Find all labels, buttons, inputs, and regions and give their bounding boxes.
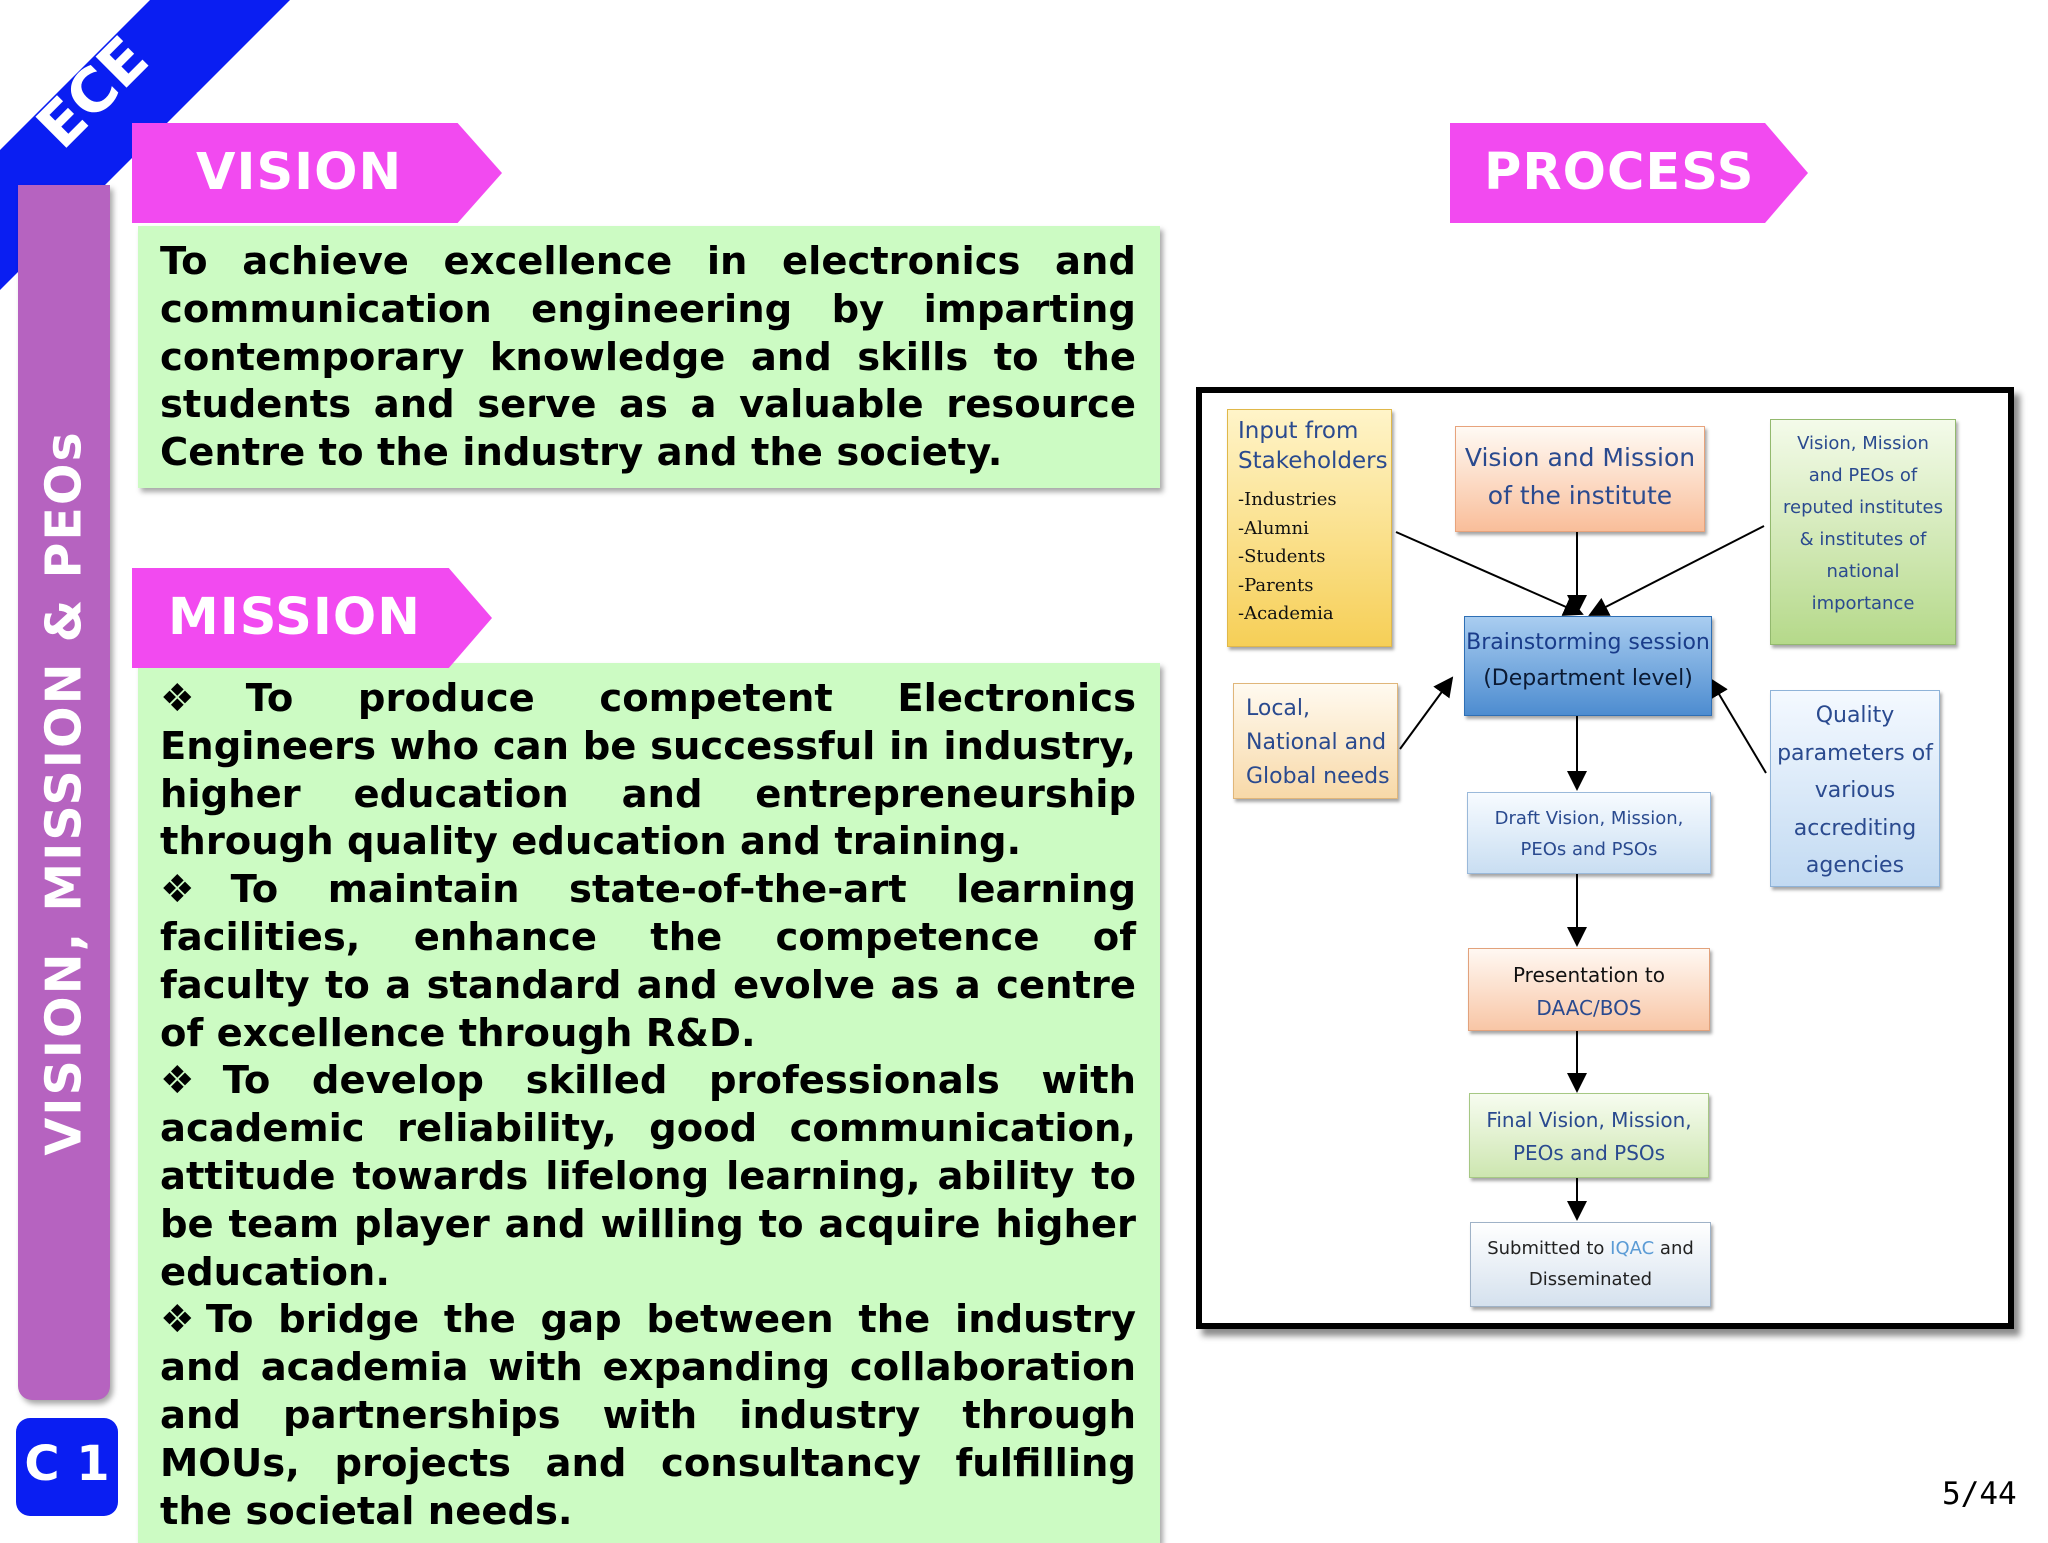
sidebar-band [18,185,110,1400]
submitted-line: Disseminated [1528,1269,1653,1290]
section-badge: C 1 [16,1418,118,1516]
arrow-local-brainstorm [1399,676,1454,750]
stakeholders-title: Stakeholders [1238,448,1388,474]
brainstorm-line: (Department level) [1483,666,1693,691]
mission-item: ❖To produce competent Electronics Engine… [160,676,1136,865]
draft-line: Draft Vision, Mission, [1494,808,1684,829]
arrow-stakeholders-brainstorm [1395,531,1584,616]
quality-line: accrediting [1793,815,1917,841]
diagram-connectors [1395,525,1767,1221]
stakeholder-item: -Alumni [1238,517,1309,539]
node-institute: Vision and Mission of the institute [1455,426,1705,532]
node-brainstorming: Brainstorming session (Department level) [1464,616,1712,716]
arrow-quality-brainstorm [1708,677,1767,774]
node-presentation: Presentation to DAAC/BOS [1468,948,1710,1031]
stakeholder-item: -Industries [1238,489,1337,510]
sidebar-title-text: VISION, MISSION & PEOs [35,429,93,1156]
mission-box: ❖To produce competent Electronics Engine… [138,663,1160,1543]
node-reputed-institutes: Vision, Mission and PEOs of reputed inst… [1770,419,1956,645]
institute-line: Vision and Mission [1464,443,1696,472]
draft-line: PEOs and PSOs [1520,839,1658,860]
mission-list: ❖To produce competent Electronics Engine… [160,675,1136,1535]
mission-item: ❖To bridge the gap between the industry … [160,1297,1136,1534]
vision-heading: VISION [132,123,502,223]
quality-line: agencies [1805,853,1905,878]
quality-line: parameters of [1777,740,1933,766]
reputed-line: & institutes of [1799,529,1927,550]
local-line: Local, [1246,696,1311,721]
iqac-highlight: IQAC [1610,1238,1655,1259]
stakeholder-item: -Students [1238,546,1326,567]
final-line: Final Vision, Mission, [1486,1108,1692,1132]
node-submitted: Submitted to IQAC and Disseminated [1470,1222,1711,1307]
brainstorm-line: Brainstorming session [1466,630,1710,655]
node-local-needs: Local, National and Global needs [1233,683,1398,799]
vision-text: To achieve excellence in electronics and… [160,239,1136,476]
local-line: Global needs [1246,764,1390,789]
presentation-line: DAAC/BOS [1536,996,1642,1020]
page-number: 5/44 [1942,1476,2017,1512]
stakeholders-title: Input from [1238,418,1359,444]
node-quality-parameters: Quality parameters of various accreditin… [1770,690,1940,887]
vision-box: To achieve excellence in electronics and… [138,226,1160,488]
presentation-line: Presentation to [1512,963,1666,987]
mission-heading: MISSION [132,568,492,668]
reputed-line: reputed institutes [1782,497,1943,518]
institute-line: of the institute [1487,481,1673,510]
stakeholder-item: -Parents [1238,574,1314,596]
local-line: National and [1246,730,1387,755]
stakeholder-item: -Academia [1238,603,1334,624]
node-final: Final Vision, Mission, PEOs and PSOs [1469,1093,1709,1178]
reputed-line: Vision, Mission [1797,433,1929,454]
process-diagram: Input from Stakeholders -Industries -Alu… [1196,387,2014,1329]
arrow-reputed-brainstorm [1588,525,1765,616]
final-line: PEOs and PSOs [1512,1141,1666,1165]
quality-line: Quality [1815,703,1895,728]
sidebar-title: VISION, MISSION & PEOs [18,185,110,1400]
reputed-line: and PEOs of [1808,465,1918,486]
mission-item: ❖To maintain state-of-the-art learning f… [160,867,1136,1056]
node-draft: Draft Vision, Mission, PEOs and PSOs [1467,792,1711,874]
reputed-line: importance [1811,593,1915,614]
process-heading: PROCESS [1450,123,1808,223]
submitted-line: Submitted to IQAC and [1487,1238,1694,1259]
mission-item: ❖To develop skilled professionals with a… [160,1058,1136,1295]
reputed-line: national [1826,561,1900,582]
quality-line: various [1814,778,1896,803]
node-stakeholders: Input from Stakeholders -Industries -Alu… [1227,409,1392,647]
